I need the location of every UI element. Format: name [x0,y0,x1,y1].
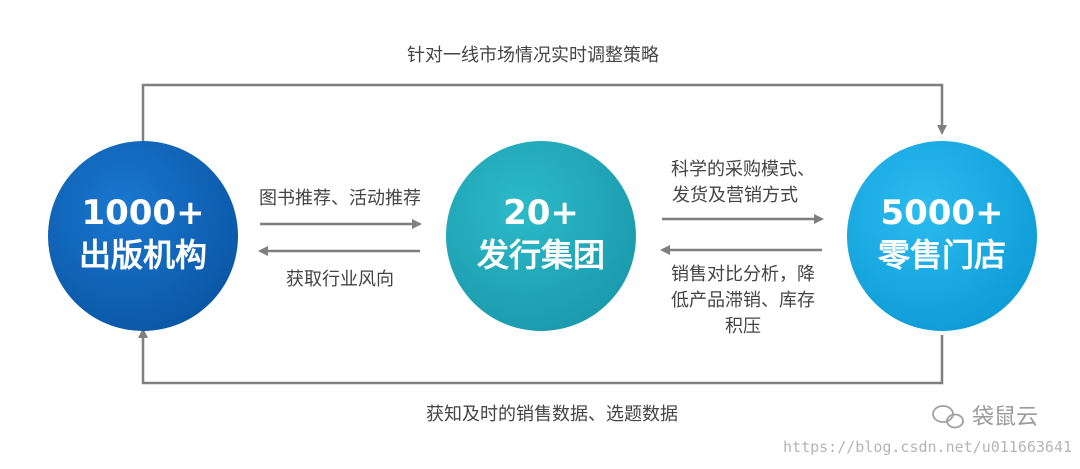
retailers-node: 5000+ 零售门店 [847,141,1037,331]
top-loop-arrow [141,83,947,150]
distributors-number: 20+ [503,193,579,233]
watermark-brand: 袋鼠云 [972,405,1038,430]
bottom-loop-arrow [138,328,944,385]
retailers-number: 5000+ [880,193,1003,233]
dist-to-pub-label: 获取行业风向 [286,269,394,290]
retail-to-dist-label-1: 销售对比分析，降 [671,264,815,285]
top-loop-label: 针对一线市场情况实时调整策略 [407,45,659,66]
publishers-number: 1000+ [81,193,204,233]
retail-to-dist-label-3: 积压 [725,316,761,337]
bottom-loop-label: 获知及时的销售数据、选题数据 [426,404,678,425]
publishers-name: 出版机构 [79,236,207,274]
retailers-name: 零售门店 [878,236,1006,274]
publishers-node: 1000+ 出版机构 [48,141,238,331]
dist-to-retail-label-1: 科学的采购模式、 [671,159,815,180]
watermark-url: https://blog.csdn.net/u011663641 [783,438,1072,456]
distributors-node: 20+ 发行集团 [446,141,636,331]
pub-to-dist-label: 图书推荐、活动推荐 [259,188,421,209]
retail-to-dist-label-2: 低产品滞销、库存 [671,290,815,311]
watermark: 袋鼠云 https://blog.csdn.net/u011663641 [783,405,1072,456]
distributors-name: 发行集团 [477,236,605,274]
dist-to-retail-label-2: 发货及营销方式 [672,185,798,206]
wechat-icon [932,405,964,429]
